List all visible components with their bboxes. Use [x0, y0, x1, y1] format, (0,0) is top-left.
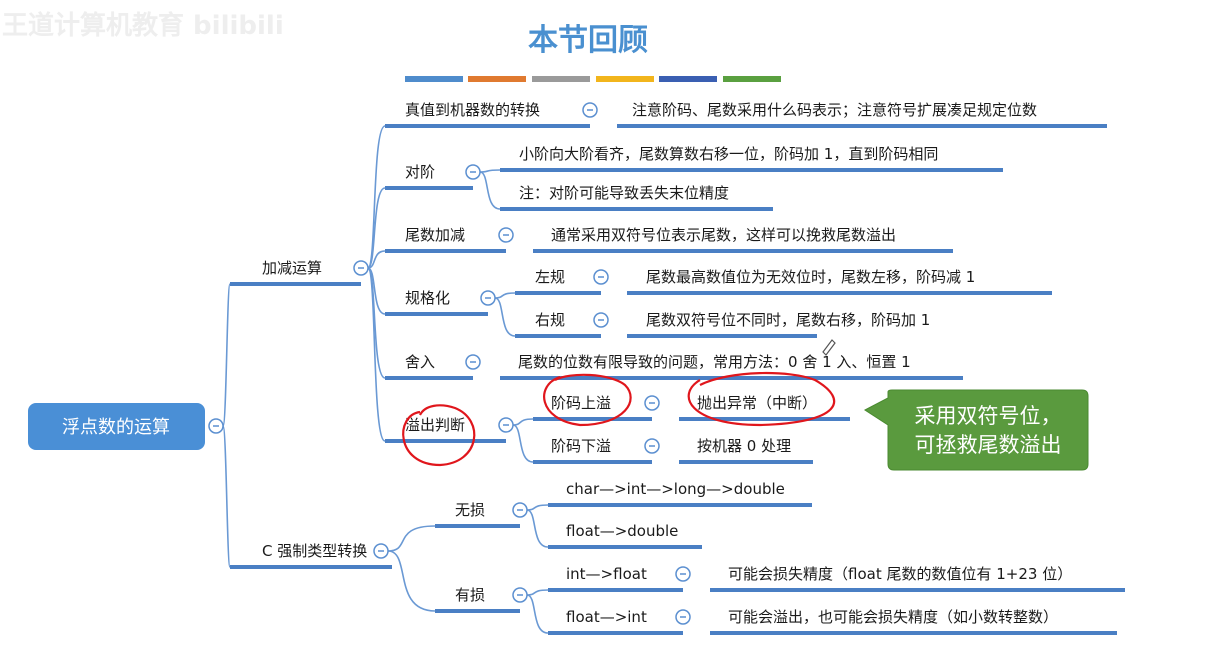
collapse-minus-icon[interactable] [593, 269, 609, 285]
callout-bubble [864, 389, 1089, 471]
collapse-minus-icon[interactable] [512, 502, 528, 518]
color-bar [405, 76, 463, 82]
pencil-cursor-icon [822, 339, 836, 356]
color-bars [405, 76, 781, 82]
color-bar [659, 76, 717, 82]
collapse-minus-icon[interactable] [675, 609, 691, 625]
callout-line2: 可拯救尾数溢出 [915, 433, 1062, 457]
collapse-minus-icon[interactable] [582, 102, 598, 118]
leaf-exp-overflow-note[interactable]: 抛出异常（中断） [697, 394, 817, 412]
leaf-left-note[interactable]: 尾数最高数值位为无效位时，尾数左移，阶码减 1 [646, 268, 975, 286]
leaf-float-int-note[interactable]: 可能会溢出，也可能会损失精度（如小数转整数） [728, 608, 1058, 626]
leaf-align-2[interactable]: 注：对阶可能导致丢失末位精度 [519, 184, 729, 202]
node-align[interactable]: 对阶 [405, 163, 435, 181]
root-node[interactable] [28, 403, 205, 450]
collapse-minus-icon[interactable] [644, 438, 660, 454]
collapse-minus-icon[interactable] [512, 587, 528, 603]
node-right-normalize[interactable]: 右规 [535, 311, 565, 329]
node-overflow[interactable]: 溢出判断 [405, 416, 465, 434]
leaf-round-note[interactable]: 尾数的位数有限导致的问题，常用方法：0 舍 1 入、恒置 1 [518, 353, 911, 371]
leaf-exp-underflow-note[interactable]: 按机器 0 处理 [697, 437, 791, 455]
color-bar [596, 76, 654, 82]
node-left-normalize[interactable]: 左规 [535, 268, 565, 286]
collapse-minus-icon[interactable] [465, 164, 481, 180]
collapse-minus-icon[interactable] [373, 543, 389, 559]
collapse-minus-icon[interactable] [465, 354, 481, 370]
collapse-minus-icon[interactable] [675, 566, 691, 582]
node-exp-overflow[interactable]: 阶码上溢 [551, 394, 611, 412]
collapse-minus-icon[interactable] [644, 395, 660, 411]
node-round[interactable]: 舍入 [405, 353, 435, 371]
node-float-int[interactable]: float—>int [566, 608, 647, 626]
node-int-float[interactable]: int—>float [566, 565, 647, 583]
node-cast[interactable]: C 强制类型转换 [262, 542, 367, 560]
node-normalize[interactable]: 规格化 [405, 289, 450, 307]
leaf-lossless-2[interactable]: float—>double [566, 522, 678, 540]
root-label: 浮点数的运算 [62, 417, 170, 438]
collapse-minus-icon[interactable] [498, 227, 514, 243]
connectors [222, 125, 549, 634]
node-addsub[interactable]: 加减运算 [262, 259, 322, 277]
page-title: 本节回顾 [528, 23, 648, 58]
color-bar [532, 76, 590, 82]
color-bar [723, 76, 781, 82]
collapse-minus-icon[interactable] [498, 417, 514, 433]
node-lossy[interactable]: 有损 [455, 586, 485, 604]
color-bar [468, 76, 526, 82]
leaf-convert-note[interactable]: 注意阶码、尾数采用什么码表示；注意符号扩展凑足规定位数 [632, 101, 1037, 119]
underlines [230, 124, 1125, 635]
node-exp-underflow[interactable]: 阶码下溢 [551, 437, 611, 455]
leaf-right-note[interactable]: 尾数双符号位不同时，尾数右移，阶码加 1 [646, 311, 930, 329]
leaf-lossless-1[interactable]: char—>int—>long—>double [566, 480, 785, 498]
red-annotations [402, 371, 836, 467]
leaf-align-1[interactable]: 小阶向大阶看齐，尾数算数右移一位，阶码加 1，直到阶码相同 [519, 145, 938, 163]
collapse-minus-icon[interactable] [353, 260, 369, 276]
node-convert[interactable]: 真值到机器数的转换 [405, 101, 540, 119]
node-lossless[interactable]: 无损 [455, 501, 485, 519]
collapse-minus-icon[interactable] [480, 290, 496, 306]
collapse-minus-icon[interactable] [593, 312, 609, 328]
callout-line1: 采用双符号位， [915, 404, 1062, 428]
leaf-mantissa-note[interactable]: 通常采用双符号位表示尾数，这样可以挽救尾数溢出 [551, 226, 896, 244]
watermark: 王道计算机教育 bilibili [2, 10, 284, 41]
collapse-minus-icon[interactable] [208, 418, 224, 434]
leaf-int-float-note[interactable]: 可能会损失精度（float 尾数的数值位有 1+23 位） [728, 565, 1072, 583]
node-mantissa[interactable]: 尾数加减 [405, 226, 465, 244]
